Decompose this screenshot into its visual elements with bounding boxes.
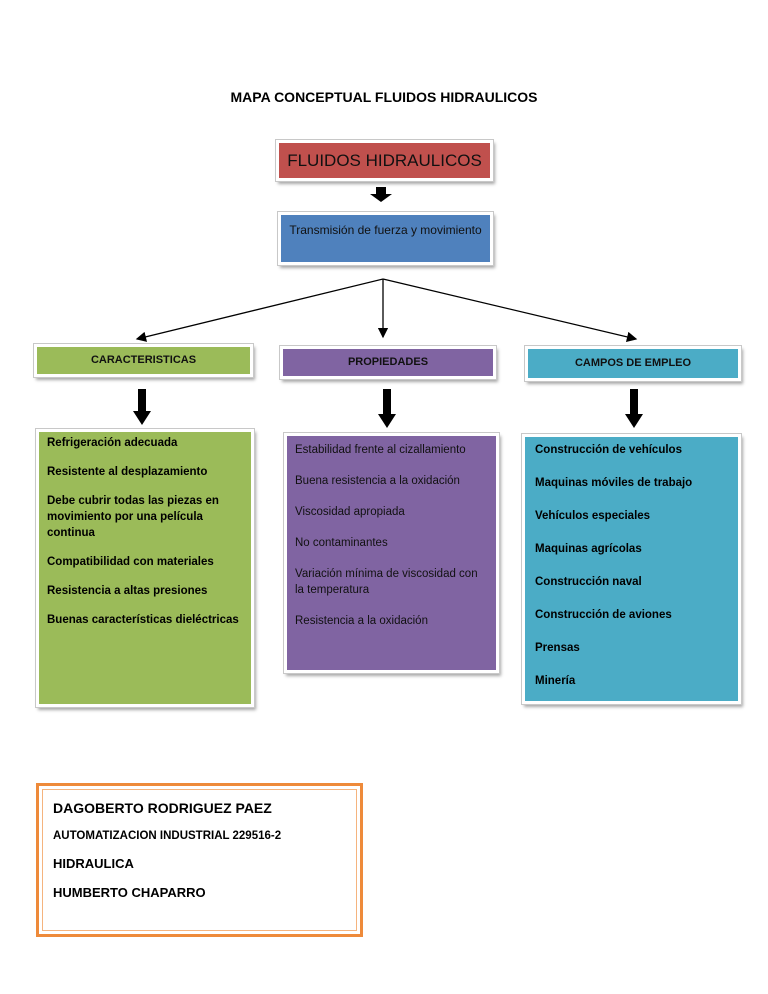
- list-item: Maquinas móviles de trabajo: [535, 477, 693, 489]
- header-campos-de-empleo: CAMPOS DE EMPLEO: [524, 345, 742, 382]
- arrow-caracteristicas: [135, 278, 384, 342]
- author-subject: HIDRAULICA: [53, 856, 134, 871]
- block-arrow-caracteristicas: [133, 389, 151, 425]
- list-item: Resistencia a altas presiones: [47, 585, 208, 597]
- list-item: Resistente al desplazamiento: [47, 466, 208, 478]
- block-arrow-campos: [625, 389, 643, 428]
- list-item: Construcción naval: [535, 576, 642, 588]
- list-item: Viscosidad apropiada: [295, 506, 405, 518]
- block-arrow-root: [370, 187, 392, 202]
- block-arrow-propiedades: [378, 389, 396, 428]
- header-propiedades: PROPIEDADES: [279, 345, 497, 380]
- author-teacher: HUMBERTO CHAPARRO: [53, 885, 206, 900]
- list-item: Estabilidad frente al cizallamiento: [295, 444, 466, 456]
- list-item: Maquinas agrícolas: [535, 543, 642, 555]
- list-item: Construcción de aviones: [535, 609, 672, 621]
- author-name: DAGOBERTO RODRIGUEZ PAEZ: [53, 800, 272, 816]
- author-box: DAGOBERTO RODRIGUEZ PAEZ AUTOMATIZACION …: [36, 783, 363, 937]
- list-caracteristicas: Refrigeración adecuada Resistente al des…: [35, 428, 255, 708]
- list-item: Resistencia a la oxidación: [295, 615, 428, 627]
- author-course: AUTOMATIZACION INDUSTRIAL 229516-2: [53, 830, 282, 842]
- list-propiedades: Estabilidad frente al cizallamiento Buen…: [283, 432, 500, 674]
- list-item: Prensas: [535, 642, 580, 654]
- list-item: Debe cubrir todas las piezas en movimien…: [47, 495, 219, 539]
- list-item: Vehículos especiales: [535, 510, 651, 522]
- root-node: FLUIDOS HIDRAULICOS: [275, 139, 494, 182]
- arrow-campos: [382, 278, 638, 342]
- list-item: Variación mínima de viscosidad con la te…: [295, 568, 478, 596]
- header-caracteristicas: CARACTERISTICAS: [33, 343, 254, 378]
- list-item: Compatibilidad con materiales: [47, 556, 214, 568]
- list-campos-de-empleo: Construcción de vehículos Maquinas móvil…: [521, 433, 742, 705]
- list-item: Buenas características dieléctricas: [47, 614, 239, 626]
- list-item: Minería: [535, 675, 576, 687]
- list-item: Construcción de vehículos: [535, 444, 682, 456]
- list-item: Buena resistencia a la oxidación: [295, 475, 460, 487]
- page-title: MAPA CONCEPTUAL FLUIDOS HIDRAULICOS: [230, 89, 538, 105]
- sub-node: Transmisión de fuerza y movimiento: [277, 211, 494, 266]
- list-item: Refrigeración adecuada: [47, 437, 178, 449]
- list-item: No contaminantes: [295, 537, 388, 549]
